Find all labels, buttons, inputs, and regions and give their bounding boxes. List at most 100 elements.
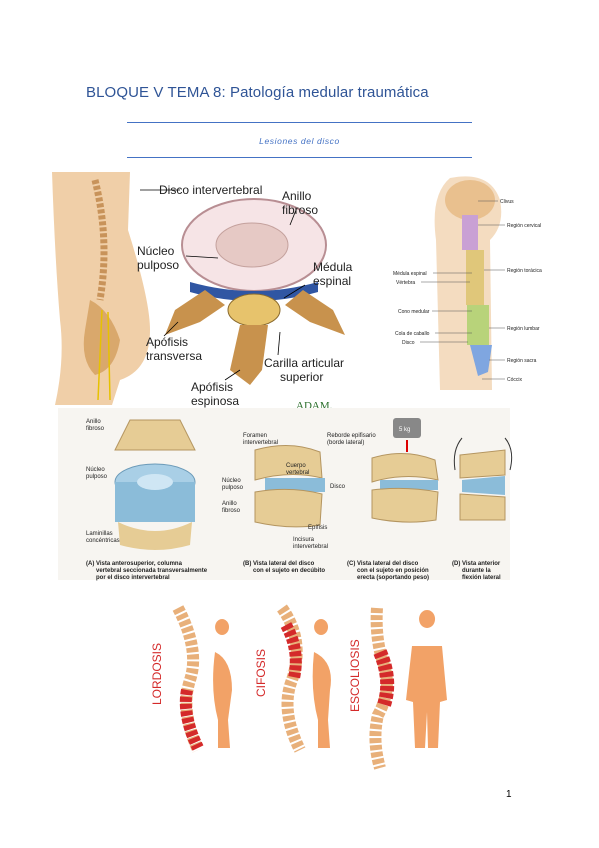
caption-b-2: con el sujeto en decúbito [253, 568, 325, 574]
spinous-process [230, 325, 268, 385]
label-apofisis-espinosa-2: espinosa [191, 394, 239, 408]
label-b-anillo-2: fibroso [222, 508, 241, 514]
label-escoliosis: ESCOLIOSIS [348, 639, 362, 712]
vertebra-a [114, 419, 196, 451]
disc-c [380, 480, 438, 490]
label-anillo-2: fibroso [282, 203, 318, 217]
vertebra-d-lower [459, 493, 506, 521]
label-c-peso: 5 kg [399, 427, 410, 433]
vertebra-b-lower [254, 488, 323, 528]
label-b-cuerpo-1: Cuerpo [286, 463, 306, 469]
lumbar-region [467, 305, 489, 345]
escoliosis-highlight [373, 649, 395, 708]
label-vertebra: Vértebra [396, 280, 415, 286]
label-cono-medular: Cono medular [398, 309, 430, 315]
disc-views-figure: Anillo fibroso Núcleo pulposo Laminillas… [58, 408, 513, 581]
caption-c-3: erecta (soportando peso) [357, 575, 429, 581]
label-lordosis: LORDOSIS [150, 643, 164, 705]
disc-d [462, 476, 505, 495]
cervical-region [462, 215, 478, 250]
weight-5kg [393, 418, 421, 438]
label-b-incisura-1: Incisura [293, 537, 315, 543]
label-b-incisura-2: intervertebral [293, 544, 328, 550]
label-b-foramen-1: Foramen [243, 433, 267, 439]
vertebra-a-lower [118, 522, 192, 550]
label-region-toracica: Región torácica [507, 268, 542, 274]
nucleus-a [137, 474, 173, 490]
escoliosis-body [406, 610, 447, 748]
label-medula-2: espinal [313, 274, 351, 288]
label-carilla-2: superior [280, 370, 323, 384]
label-anillo-1: Anillo [282, 189, 312, 203]
caption-c-1: (C) Vista lateral del disco [347, 561, 419, 567]
label-b-disco: Disco [330, 484, 346, 490]
caption-b-1: (B) Vista lateral del disco [243, 561, 315, 567]
brain [445, 180, 495, 220]
label-region-lumbar: Región lumbar [507, 326, 540, 332]
label-apofisis-espinosa-1: Apófisis [191, 380, 233, 394]
label-carilla-1: Carilla articular [264, 356, 344, 370]
label-b-anillo-1: Anillo [222, 501, 237, 507]
label-c-reborde-1: Reborde epifisario [327, 433, 376, 439]
vertebra-d-upper [459, 449, 506, 479]
caption-d-1: (D) Vista anterior [452, 561, 501, 567]
label-coccix: Cóccix [507, 377, 523, 383]
sacral-region [470, 345, 492, 376]
top-divider [127, 122, 472, 123]
label-medula-espinal: Médula espinal [393, 271, 427, 277]
label-a-laminillas-1: Laminillas [86, 531, 113, 537]
label-medula-1: Médula [313, 260, 353, 274]
label-b-foramen-2: intervertebral [243, 440, 278, 446]
label-nucleo-1: Núcleo [137, 244, 175, 258]
page-number: 1 [506, 789, 512, 800]
spine-curvatures-figure: LORDOSIS CIFOSIS ESCOLIOSIS [150, 604, 447, 770]
transverse-processes [165, 290, 345, 335]
label-cifosis: CIFOSIS [254, 649, 268, 697]
caption-a-2: vertebral seccionada transversalmente [96, 568, 208, 574]
escoliosis-spine [369, 607, 393, 770]
label-a-anillo-2: fibroso [86, 426, 105, 432]
caption-d-3: flexión lateral [462, 575, 501, 581]
label-region-sacra: Región sacra [507, 358, 537, 364]
disc-b [265, 478, 325, 492]
label-region-cervical: Región cervical [507, 223, 541, 229]
cifosis-spine [277, 604, 306, 753]
vertebra-c-lower [371, 487, 439, 523]
label-nucleo-2: pulposo [137, 258, 179, 272]
section-subtitle: Lesiones del disco [259, 136, 340, 146]
nucleus-pulposus [215, 222, 289, 268]
label-disco: Disco [402, 340, 415, 346]
label-cola-caballo: Cola de caballo [395, 331, 430, 337]
label-a-laminillas-2: concéntricas [86, 538, 120, 544]
label-c-reborde-2: (borde lateral) [327, 440, 364, 446]
label-b-epifisis: Epífisis [308, 525, 327, 531]
label-b-nucleo-1: Núcleo [222, 478, 241, 484]
spinal-regions-figure: Clivus Región cervical Región torácica M… [393, 176, 542, 390]
caption-a-3: por el disco intervertebral [96, 575, 170, 581]
label-b-cuerpo-2: vertebral [286, 470, 309, 476]
caption-d-2: durante la [462, 568, 491, 574]
disc-anatomy-figure: Disco intervertebral Anillo fibroso Núcl… [52, 172, 353, 412]
disc-rim [190, 282, 318, 301]
label-a-nucleo-1: Núcleo [86, 467, 105, 473]
flexion-arrow-right [504, 437, 513, 471]
label-a-anillo-1: Anillo [86, 419, 101, 425]
spine-column [91, 179, 108, 301]
flexion-arrow-left [453, 437, 463, 471]
pelvis-bone [83, 300, 120, 375]
label-disco: Disco intervertebral [159, 183, 262, 197]
lordosis-body [213, 619, 232, 748]
cifosis-body [312, 619, 331, 748]
label-clivus: Clivus [500, 199, 514, 205]
caption-c-2: con el sujeto en posición [357, 568, 429, 574]
label-b-nucleo-2: pulposo [222, 485, 244, 491]
spinal-cord [227, 293, 281, 327]
label-a-nucleo-2: pulposo [86, 474, 108, 480]
page-title: BLOQUE V TEMA 8: Patología medular traum… [86, 84, 429, 101]
cifosis-highlight [280, 622, 302, 680]
thoracic-region [466, 250, 484, 305]
label-apofisis-transversa-2: transversa [146, 349, 202, 363]
nerves [97, 309, 111, 401]
caption-a-1: (A) Vista anterosuperior, columna [86, 561, 183, 567]
